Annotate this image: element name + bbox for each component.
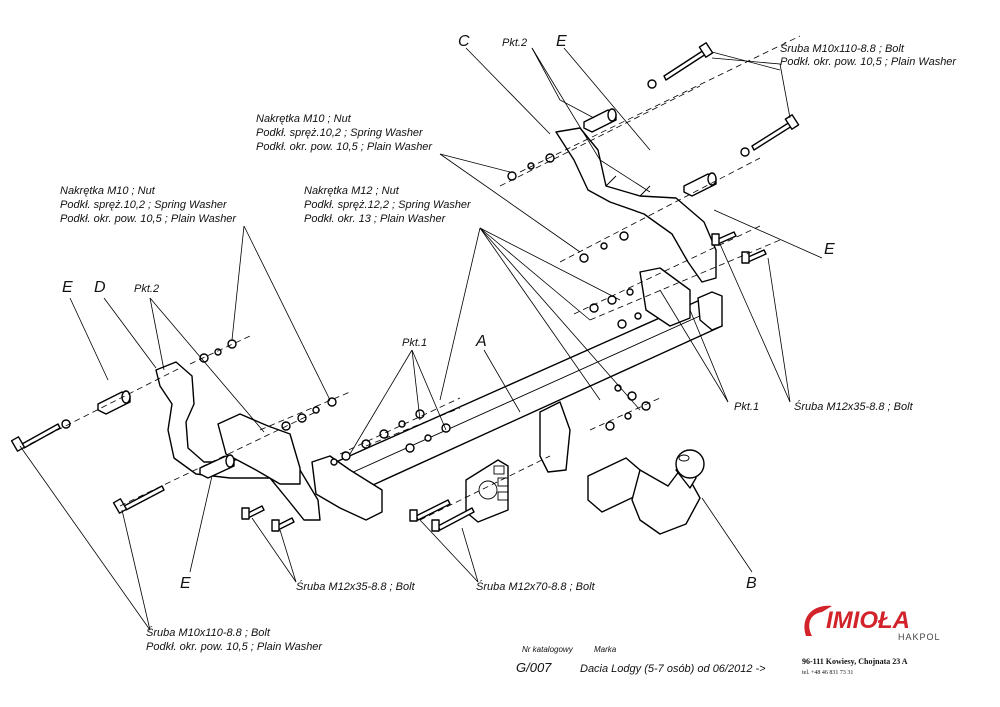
label-bolt-m12x35-bottom: Śruba M12x35-8.8 ; Bolt	[296, 580, 416, 593]
bolt-m10-top-2	[751, 114, 800, 151]
label-nut-m10-mid-1: Nakrętka M10 ; Nut	[256, 113, 352, 125]
vehicle-model: Dacia Lodgy (5-7 osób) od 06/2012 ->	[580, 663, 766, 675]
spacer-e-left	[97, 390, 131, 415]
spacer-e-bottom	[199, 454, 235, 479]
label-e-top: E	[556, 33, 567, 50]
label-nut-m10-mid-2: Podkł. spręż.10,2 ; Spring Washer	[256, 127, 424, 139]
spacer-e-top	[583, 108, 617, 133]
label-nut-m12-3: Podkł. okr. 13 ; Plain Washer	[304, 213, 447, 225]
make-caption: Marka	[594, 645, 617, 654]
assembly-axes	[29, 35, 801, 521]
catalog-caption: Nr katalogowy	[522, 645, 574, 654]
towball-b	[587, 449, 705, 535]
logo-brand: IMIOŁA	[826, 607, 910, 634]
label-pkt1-mid: Pkt.1	[402, 337, 427, 349]
bolt-m10-left-2	[112, 485, 165, 514]
label-bolt-m10-bottom-1: Śruba M10x110-8.8 ; Bolt	[146, 626, 271, 639]
left-bracket-d	[155, 361, 321, 521]
label-nut-m12-1: Nakrętka M12 ; Nut	[304, 185, 400, 197]
label-nut-m12-2: Podkł. spręż.12,2 ; Spring Washer	[304, 199, 472, 211]
label-bolt-m10-bottom-2: Podkł. okr. pow. 10,5 ; Plain Washer	[146, 641, 323, 653]
bolt-m10-left-1	[10, 423, 61, 452]
label-bolt-m10-top-2: Podkł. okr. pow. 10,5 ; Plain Washer	[780, 56, 957, 68]
logo-swoosh-icon	[804, 605, 832, 636]
label-pkt2-top: Pkt.2	[502, 37, 527, 49]
label-bolt-m12x70: Śruba M12x70-8.8 ; Bolt	[476, 580, 596, 593]
label-nut-m10-left-3: Podkł. okr. pow. 10,5 ; Plain Washer	[60, 213, 237, 225]
label-pkt1-right: Pkt.1	[734, 401, 759, 413]
label-bolt-m12x35-right: Śruba M12x35-8.8 ; Bolt	[794, 400, 914, 413]
label-a: A	[475, 333, 487, 350]
company-address: 96-111 Kowiesy, Chojnata 23 A	[802, 657, 908, 666]
label-nut-m10-left-1: Nakrętka M10 ; Nut	[60, 185, 156, 197]
crossbar-a	[311, 267, 723, 523]
label-e-right: E	[824, 241, 835, 258]
catalog-number: G/007	[516, 660, 552, 675]
label-nut-m10-left-2: Podkł. spręż.10,2 ; Spring Washer	[60, 199, 228, 211]
label-e-bottom: E	[180, 575, 191, 592]
company-phone: tel. +48 46 831 73 31	[802, 670, 853, 676]
label-bolt-m10-top-1: Śruba M10x110-8.8 ; Bolt	[780, 42, 905, 55]
bolt-m12x35-bottom	[241, 505, 295, 532]
logo-sub: HAKPOL	[898, 632, 941, 642]
bolt-m10-top-1	[663, 42, 714, 81]
label-b: B	[746, 575, 757, 592]
bolt-m12x35-right	[711, 231, 767, 264]
fasteners	[61, 79, 750, 466]
label-nut-m10-mid-3: Podkł. okr. pow. 10,5 ; Plain Washer	[256, 141, 433, 153]
leader-lines	[19, 47, 823, 631]
label-c: C	[458, 33, 470, 50]
bolt-m12x70	[409, 499, 475, 532]
right-bracket-c	[555, 127, 717, 283]
imiola-logo: IMIOŁA HAKPOL	[804, 605, 941, 642]
label-pkt2-left: Pkt.2	[134, 283, 159, 295]
label-d: D	[94, 279, 106, 296]
label-e-left: E	[62, 279, 73, 296]
spacer-e-right	[683, 172, 717, 197]
